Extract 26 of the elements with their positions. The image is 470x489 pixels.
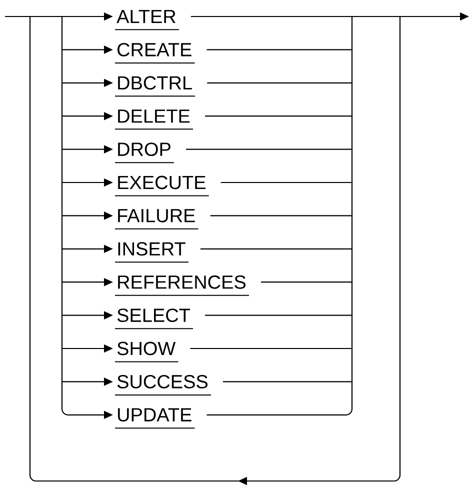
keyword: EXECUTE: [114, 176, 210, 196]
connector: [186, 148, 352, 150]
keyword: SELECT: [114, 308, 194, 330]
keyword: INSERT: [114, 242, 189, 263]
connector: [190, 16, 352, 18]
keyword: REFERENCES: [114, 275, 250, 296]
connector: [190, 348, 352, 350]
keyword: CREATE: [114, 42, 196, 64]
connector: [207, 82, 352, 84]
connector: [200, 248, 352, 250]
keyword: SHOW: [114, 342, 179, 362]
connector: [222, 381, 352, 382]
connector: [210, 215, 352, 216]
connector: [206, 49, 352, 50]
connector: [260, 282, 352, 283]
keyword: DBCTRL: [114, 76, 196, 97]
keyword: ALTER: [114, 10, 180, 30]
connector: [205, 314, 352, 316]
keyword: DROP: [114, 142, 174, 164]
keyword: FAILURE: [114, 209, 199, 230]
connector: [206, 414, 342, 416]
keyword: SUCCESS: [114, 374, 212, 396]
connector: [205, 116, 352, 117]
connector: [220, 182, 352, 184]
keyword: UPDATE: [114, 408, 196, 429]
keyword: DELETE: [114, 110, 194, 130]
